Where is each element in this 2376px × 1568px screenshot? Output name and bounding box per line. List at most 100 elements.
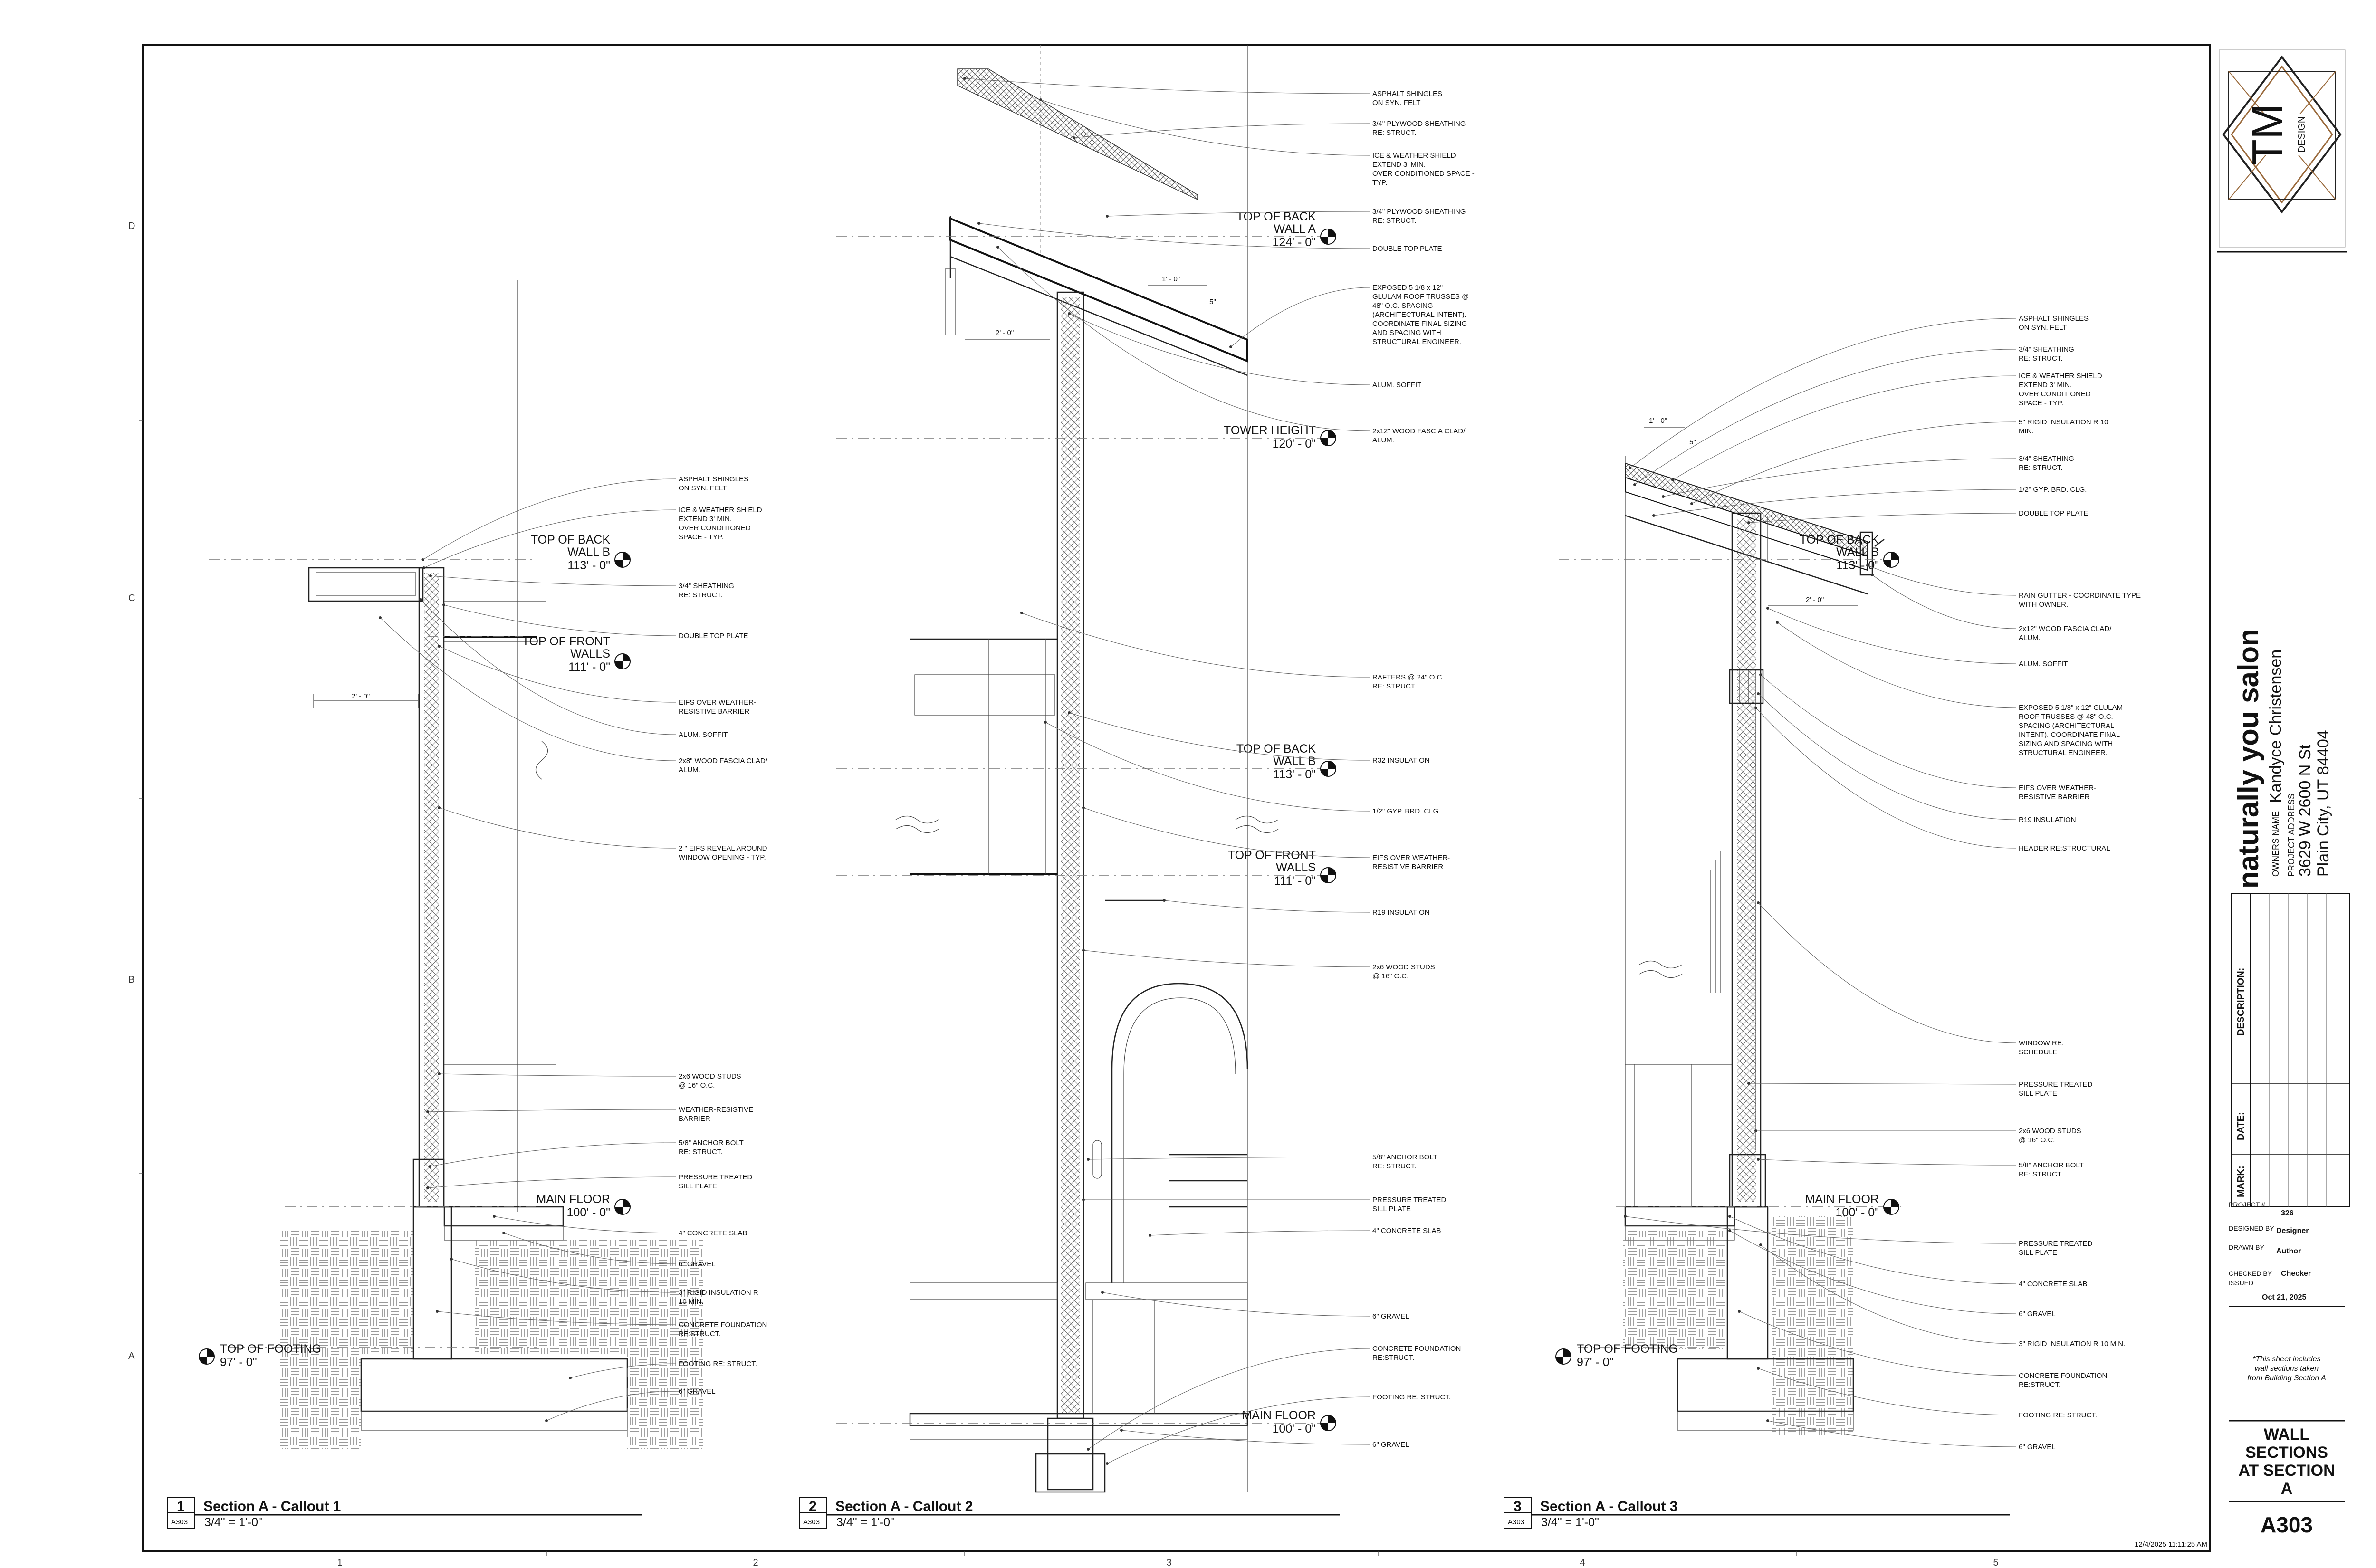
checked-label: CHECKED BY bbox=[2229, 1270, 2272, 1277]
callout-1-detail: 2' - 0" bbox=[209, 280, 703, 1449]
callout2-level-elev-2: 113' - 0" bbox=[1273, 768, 1316, 781]
grid-col-2: 2 bbox=[753, 1558, 758, 1568]
designed-by: Designer bbox=[2276, 1227, 2309, 1235]
callout2-level-elev-4: 100' - 0" bbox=[1273, 1422, 1316, 1435]
callout-3-detail: 1' - 0" 5" 2' - 0" bbox=[1559, 417, 1901, 1435]
drawn-label: DRAWN BY bbox=[2229, 1243, 2265, 1251]
callout2-dim-3: 2' - 0" bbox=[996, 329, 1014, 337]
callout3-level-name-1: MAIN FLOOR bbox=[1805, 1193, 1879, 1206]
callout2-note-17: 6" GRAVEL bbox=[1372, 1312, 1409, 1320]
tm-design-logo: TM DESIGN bbox=[2219, 49, 2346, 248]
grid-col-4: 4 bbox=[1580, 1558, 1585, 1568]
callout1-note-17: 6" GRAVEL bbox=[679, 1387, 716, 1396]
title-block: TM DESIGN naturally you salon OWNERS NAM… bbox=[2217, 49, 2350, 1537]
issued-label: ISSUED bbox=[2229, 1279, 2253, 1287]
callout3-note-21: 3" RIGID INSULATION R 10 MIN. bbox=[2019, 1340, 2125, 1348]
callout3-note-13: HEADER RE:STRUCTURAL bbox=[2019, 844, 2110, 852]
callout1-scale: 3/4" = 1'-0" bbox=[204, 1516, 262, 1529]
callout2-note-5: EXPOSED 5 1/8 x 12"GLULAM ROOF TRUSSES @… bbox=[1372, 284, 1469, 346]
callout1-note-12: 4" CONCRETE SLAB bbox=[679, 1229, 747, 1237]
project-name: naturally you salon bbox=[2232, 629, 2264, 889]
address-line1: 3629 W 2600 N St bbox=[2296, 745, 2314, 877]
callout2-level-name-1: TOWER HEIGHT bbox=[1224, 424, 1316, 437]
grid-row-c: C bbox=[128, 593, 135, 603]
address-line2: Plain City, UT 84404 bbox=[2314, 730, 2332, 877]
callout3-dim-3: 2' - 0" bbox=[1806, 596, 1824, 604]
callout3-note-11: EIFS OVER WEATHER-RESISTIVE BARRIER bbox=[2019, 784, 2096, 801]
rev-description-header: DESCRIPTION: bbox=[2236, 968, 2246, 1036]
grid-row-a: A bbox=[128, 1351, 135, 1361]
callout3-level-elev-2: 97' - 0" bbox=[1577, 1356, 1614, 1369]
callout2-dim-2: 5" bbox=[1209, 298, 1216, 306]
callout1-note-16: FOOTING RE: STRUCT. bbox=[679, 1360, 757, 1368]
sheet-number: A303 bbox=[2261, 1512, 2313, 1537]
callout-2-view-title: 2 A303 Section A - Callout 2 3/4" = 1'-0… bbox=[799, 1497, 1340, 1529]
callout2-note-12: R19 INSULATION bbox=[1372, 908, 1430, 917]
revision-table: DESCRIPTION: DATE: MARK: bbox=[2231, 893, 2350, 1207]
callout2-note-7: 2x12" WOOD FASCIA CLAD/ALUM. bbox=[1372, 427, 1466, 444]
callout3-note-5: 1/2" GYP. BRD. CLG. bbox=[2019, 486, 2087, 494]
callout3-note-16: 2x6 WOOD STUDS@ 16" O.C. bbox=[2019, 1127, 2081, 1144]
callout2-scale: 3/4" = 1'-0" bbox=[836, 1516, 894, 1529]
sheet-border bbox=[142, 44, 2211, 1552]
checked-by: Checker bbox=[2281, 1270, 2311, 1278]
callout3-note-14: WINDOW RE:SCHEDULE bbox=[2019, 1039, 2064, 1056]
callout2-note-10: 1/2" GYP. BRD. CLG. bbox=[1372, 807, 1440, 815]
drawn-by: Author bbox=[2276, 1247, 2301, 1255]
callout1-level-name-2: MAIN FLOOR bbox=[536, 1193, 610, 1206]
callout1-note-3: DOUBLE TOP PLATE bbox=[679, 632, 748, 640]
callout3-scale: 3/4" = 1'-0" bbox=[1541, 1516, 1599, 1529]
callout1-note-4: EIFS OVER WEATHER-RESISTIVE BARRIER bbox=[679, 698, 756, 716]
callout1-level-elev-0: 113' - 0" bbox=[567, 559, 610, 572]
callout3-note-8: 2x12" WOOD FASCIA CLAD/ALUM. bbox=[2019, 625, 2112, 642]
issued-date: Oct 21, 2025 bbox=[2262, 1293, 2307, 1301]
callout1-level-elev-2: 100' - 0" bbox=[567, 1206, 610, 1219]
callout2-level-name-4: MAIN FLOOR bbox=[1242, 1409, 1316, 1422]
grid-col-1: 1 bbox=[337, 1558, 342, 1568]
callout2-note-6: ALUM. SOFFIT bbox=[1372, 381, 1421, 389]
rev-mark-header: MARK: bbox=[2236, 1166, 2246, 1197]
project-data: PROJECT # 326 DESIGNED BY Designer DRAWN… bbox=[2229, 1201, 2345, 1307]
callout2-note-8: RAFTERS @ 24" O.C.RE: STRUCT. bbox=[1372, 673, 1444, 690]
callout3-note-19: 4" CONCRETE SLAB bbox=[2019, 1280, 2088, 1288]
callout1-number: 1 bbox=[177, 1499, 185, 1514]
callout3-note-9: ALUM. SOFFIT bbox=[2019, 660, 2068, 668]
designed-label: DESIGNED BY bbox=[2229, 1224, 2274, 1232]
owner-label: OWNERS NAME bbox=[2271, 811, 2280, 877]
callout2-level-elev-1: 120' - 0" bbox=[1273, 437, 1316, 450]
callout3-level-name-2: TOP OF FOOTING bbox=[1577, 1342, 1678, 1356]
callout3-sheet-ref: A303 bbox=[1508, 1518, 1524, 1526]
callout2-level-elev-3: 111' - 0" bbox=[1274, 874, 1316, 888]
callout1-note-5: ALUM. SOFFIT bbox=[679, 731, 728, 739]
callout2-number: 2 bbox=[809, 1499, 817, 1514]
callout3-title: Section A - Callout 3 bbox=[1540, 1499, 1677, 1514]
callout1-note-6: 2x8" WOOD FASCIA CLAD/ALUM. bbox=[679, 757, 768, 774]
